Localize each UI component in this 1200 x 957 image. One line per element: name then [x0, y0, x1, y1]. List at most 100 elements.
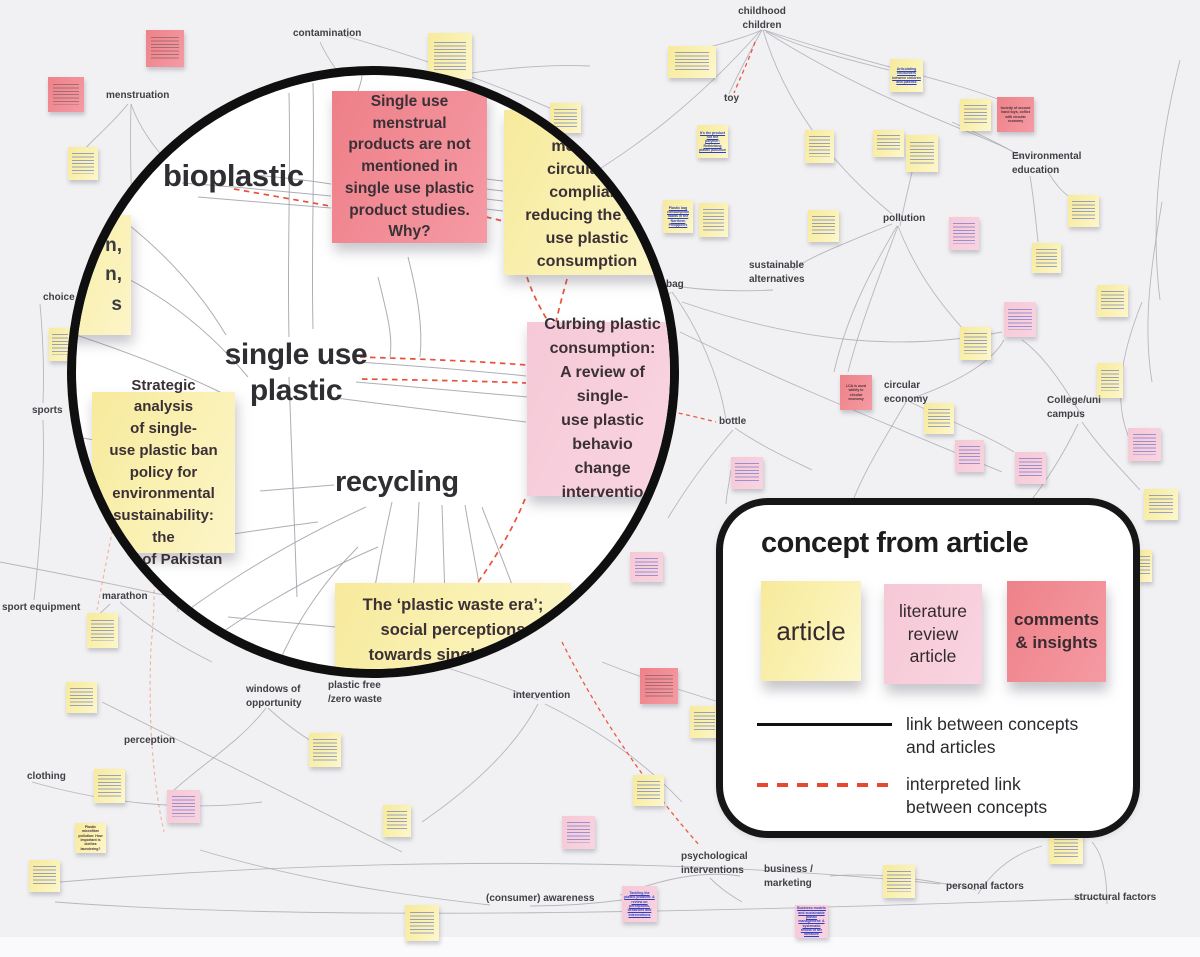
sticky-note[interactable]	[87, 613, 118, 648]
sticky-note-scribble	[566, 822, 591, 843]
sticky-note-scribble	[1019, 458, 1042, 478]
map-label-consumer-awareness: (consumer) awareness	[486, 893, 595, 904]
sticky-note[interactable]	[1068, 195, 1099, 227]
sticky-note[interactable]: Tackling the plastic problem: A review o…	[622, 886, 657, 922]
sticky-note[interactable]	[1015, 452, 1046, 484]
sticky-note[interactable]	[428, 33, 472, 79]
sticky-note[interactable]	[1049, 833, 1083, 864]
legend-title: concept from article	[761, 527, 1029, 559]
legend-literature-review-sticky: literature review article	[884, 584, 982, 684]
sticky-note[interactable]	[883, 865, 915, 898]
sticky-note[interactable]	[94, 769, 125, 803]
sticky-note[interactable]	[690, 706, 719, 738]
sticky-note-scribble	[409, 911, 435, 935]
map-label-intervention: intervention	[513, 690, 571, 701]
sticky-note-text: Tackling the plastic problem: A review o…	[624, 890, 655, 917]
sticky-note[interactable]	[955, 440, 984, 472]
sticky-note-scribble	[637, 780, 660, 801]
sticky-note[interactable]	[49, 328, 71, 361]
sticky-note[interactable]	[805, 130, 834, 163]
sticky-note-scribble	[809, 136, 830, 157]
sticky-note[interactable]	[873, 130, 904, 157]
sticky-note-text: Articulating encounters between children…	[892, 66, 921, 84]
legend-dashed-line-label: interpreted link between concepts	[906, 774, 1048, 817]
board-bottom-strip	[0, 937, 1200, 957]
concept-recycling: recycling	[335, 466, 459, 498]
sticky-note[interactable]	[66, 682, 97, 713]
legend-article-sticky: article	[761, 581, 861, 681]
map-label-college-uni-campus: College/uni campus	[1047, 395, 1101, 420]
sticky-note-scribble	[91, 619, 114, 642]
sticky-note[interactable]	[731, 457, 763, 489]
map-label-business-marketing: business / marketing	[764, 864, 813, 889]
sticky-note[interactable]	[699, 203, 728, 237]
sticky-note[interactable]	[1004, 302, 1036, 337]
sticky-note-scribble	[735, 463, 759, 483]
sticky-note-scribble	[634, 557, 659, 577]
sticky-note-making-article[interactable]: Maki medium t circular ec compliant redu…	[504, 110, 670, 275]
sticky-note[interactable]	[405, 905, 439, 941]
sticky-note[interactable]	[960, 99, 991, 131]
sticky-note-scribble	[959, 446, 980, 466]
map-label-contamination: contamination	[293, 28, 362, 39]
sticky-note[interactable]: toxicity of second hand toys, coflict wi…	[997, 97, 1034, 132]
sticky-note[interactable]	[309, 733, 341, 767]
sticky-note[interactable]	[562, 816, 595, 849]
sticky-note-scribble	[928, 408, 950, 429]
sticky-note-scribble	[1036, 248, 1057, 268]
sticky-note-scribble	[877, 135, 900, 152]
sticky-note-menstrual-comment[interactable]: Single use menstrual products are not me…	[332, 91, 487, 243]
sticky-note[interactable]	[383, 805, 411, 837]
sticky-note-scribble	[52, 334, 68, 355]
sticky-note[interactable]	[630, 552, 663, 582]
sticky-note[interactable]	[48, 77, 84, 112]
sticky-note[interactable]	[949, 217, 979, 250]
sticky-note-strategic-article[interactable]: Strategic analysis of single- use plasti…	[92, 377, 235, 568]
sticky-note[interactable]: LCA is used widely in circular economy	[840, 375, 872, 410]
sticky-note-partial[interactable]: n, n, s	[76, 215, 131, 335]
sticky-note[interactable]: It's the product not the polymer: Rethin…	[697, 125, 728, 158]
sticky-note-scribble	[53, 83, 79, 106]
sticky-note-scribble	[313, 739, 337, 761]
sticky-note[interactable]	[1144, 489, 1178, 520]
sticky-note[interactable]: Business models and sustainable plastic …	[795, 905, 828, 938]
sticky-note[interactable]	[633, 775, 664, 806]
sticky-note-scribble	[386, 811, 408, 831]
legend-dashed-line-sample	[757, 783, 892, 787]
sticky-note-scribble	[33, 866, 56, 886]
sticky-note-scribble	[1053, 838, 1079, 859]
sticky-note-curbing-review[interactable]: Curbing plastic consumption: A review of…	[527, 316, 670, 501]
sticky-note-scribble	[151, 37, 179, 60]
sticky-note[interactable]	[1097, 285, 1128, 317]
sticky-note[interactable]	[167, 790, 200, 823]
sticky-note[interactable]	[640, 668, 678, 704]
sticky-note-scribble	[703, 209, 724, 231]
map-label-windows-of-opportunity: windows of opportunity	[246, 684, 302, 709]
sticky-note[interactable]	[808, 210, 839, 242]
sticky-note-scribble	[1132, 434, 1157, 455]
map-label-sustainable-alternatives: sustainable alternatives	[749, 260, 805, 285]
sticky-note[interactable]	[960, 327, 991, 360]
sticky-note-scribble	[434, 41, 466, 71]
sticky-note[interactable]	[1128, 428, 1161, 461]
sticky-note[interactable]	[668, 46, 716, 78]
sticky-note[interactable]	[906, 135, 938, 172]
sticky-note-text: LCA is used widely in circular economy	[845, 383, 867, 401]
sticky-note[interactable]	[1097, 363, 1123, 398]
sticky-note[interactable]	[1032, 243, 1061, 273]
sticky-note[interactable]	[146, 30, 184, 67]
sticky-note[interactable]: Articulating encounters between children…	[890, 59, 923, 92]
map-label-toy: toy	[724, 93, 739, 104]
sticky-note[interactable]: Plastic microfibre pollution: How import…	[75, 823, 106, 853]
map-label-sport-equipment: sport equipment	[2, 602, 81, 613]
sticky-note[interactable]	[68, 147, 98, 180]
sticky-note-scribble	[887, 871, 911, 892]
sticky-note[interactable]	[29, 860, 60, 892]
sticky-note[interactable]	[1138, 550, 1152, 582]
sticky-note[interactable]	[924, 403, 954, 434]
sticky-note-plastic-waste-era[interactable]: The ‘plastic waste era’; social percepti…	[335, 583, 571, 669]
map-label-bottle: bottle	[719, 416, 747, 427]
magnifier-lens[interactable]: bioplastic single use plastic recycling …	[67, 66, 679, 678]
sticky-note-scribble	[70, 687, 93, 708]
concept-bioplastic: bioplastic	[163, 158, 304, 193]
